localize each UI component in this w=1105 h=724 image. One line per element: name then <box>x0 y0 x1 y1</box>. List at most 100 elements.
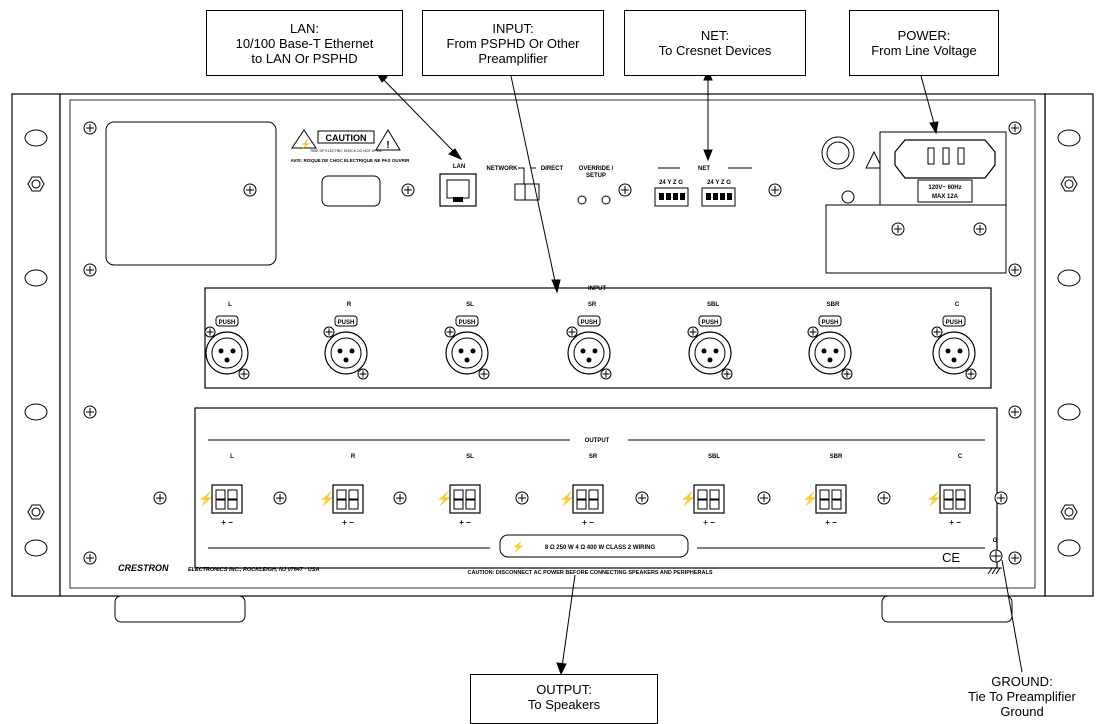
output-terminal-r[interactable]: R⚡+ − <box>319 454 364 527</box>
setup-button[interactable] <box>601 195 611 205</box>
amplifier-rear-panel: ⚡ CAUTION RISK OF ELECTRIC SHOCK DO NOT … <box>11 68 1094 676</box>
polarity-label: + − <box>825 518 837 527</box>
push-label: PUSH <box>822 320 839 326</box>
push-label: PUSH <box>219 320 236 326</box>
screw-icon <box>83 263 97 277</box>
net-callout: NET: To Cresnet Devices <box>624 10 806 76</box>
net-pins-2: 24 Y Z G <box>707 180 731 186</box>
override-label: OVERRIDE / <box>579 166 614 172</box>
screw-icon <box>877 491 891 505</box>
rack-hole <box>1057 539 1081 557</box>
screw-icon <box>357 368 369 380</box>
right-rack-ear <box>1044 93 1094 597</box>
power-rating-1: 120V~ 60Hz <box>928 185 961 191</box>
screw-icon <box>931 326 943 338</box>
lan-callout-title: LAN: <box>290 20 319 36</box>
screw-icon <box>393 491 407 505</box>
screw-icon <box>1008 551 1022 565</box>
ground-callout-line-2: Ground <box>1000 704 1044 719</box>
screw-icon <box>444 326 456 338</box>
rack-hole <box>24 129 48 147</box>
output-terminal-sr[interactable]: SR⚡+ − <box>559 454 604 527</box>
power-lower-plate <box>825 204 1007 274</box>
left-rack-ear <box>11 93 61 597</box>
push-label: PUSH <box>581 320 598 326</box>
exclamation-warning-icon <box>375 129 401 151</box>
blank-plate <box>105 121 277 266</box>
screw-icon <box>153 491 167 505</box>
rear-panel-diagram: ⚡ CAUTION RISK OF ELECTRIC SHOCK DO NOT … <box>11 10 1094 724</box>
screw-icon <box>841 368 853 380</box>
push-label: PUSH <box>338 320 355 326</box>
input-section-label: INPUT <box>588 286 606 292</box>
screw-icon <box>204 326 216 338</box>
left-foot <box>114 595 246 623</box>
rack-screw-icon <box>1060 176 1078 192</box>
push-label: PUSH <box>702 320 719 326</box>
screw-icon <box>1008 121 1022 135</box>
screw-icon <box>566 326 578 338</box>
rack-hole <box>1057 129 1081 147</box>
wattage-rating: 8 Ω 250 W 4 Ω 400 W CLASS 2 WIRING <box>545 545 656 551</box>
screw-icon <box>323 326 335 338</box>
screw-icon <box>807 326 819 338</box>
override-led <box>577 195 587 205</box>
input-xlr-jack-l[interactable]: L PUSH <box>204 302 250 380</box>
screw-icon <box>83 121 97 135</box>
input-channel-label: L <box>228 302 232 308</box>
output-caution: CAUTION: DISCONNECT AC POWER BEFORE CONN… <box>468 570 713 576</box>
output-channel-label: SBL <box>708 454 720 460</box>
ground-callout-line-1: Tie To Preamplifier <box>968 689 1076 704</box>
output-terminal-sl[interactable]: SL ⚡ + − <box>436 454 481 527</box>
svg-text:⚡: ⚡ <box>300 138 311 150</box>
output-channel-label: R <box>351 454 356 460</box>
screw-icon <box>1008 263 1022 277</box>
lan-callout-line-2: to LAN Or PSPHD <box>251 50 358 66</box>
screw-icon <box>687 326 699 338</box>
input-callout-line-2: Preamplifier <box>478 50 548 66</box>
screw-icon <box>635 491 649 505</box>
output-callout: OUTPUT: To Speakers <box>470 674 658 724</box>
wattage-box <box>499 534 689 558</box>
output-terminal-sbl[interactable]: SBL⚡+ − <box>680 454 725 527</box>
output-terminal-sbr[interactable]: SBR⚡+ − <box>802 454 847 527</box>
chassis-inner <box>69 99 1036 589</box>
screw-icon <box>600 368 612 380</box>
screw-icon <box>273 491 287 505</box>
rack-hole <box>24 539 48 557</box>
ground-callout: GROUND: Tie To Preamplifier Ground <box>952 674 1092 719</box>
ground-symbol-icon <box>987 567 1002 575</box>
lightning-icon: ⚡ <box>198 491 214 507</box>
input-channel-label: SBR <box>827 302 840 308</box>
manufacturer-address: ELECTRONICS INC., ROCKLEIGH, NJ 07647 · … <box>188 567 319 573</box>
input-channel-label: SBL <box>707 302 719 308</box>
svg-text:⚡: ⚡ <box>512 540 524 553</box>
caution-title: CAUTION <box>326 133 367 143</box>
output-channel-label: L <box>230 454 234 460</box>
push-label: PUSH <box>459 320 476 326</box>
screw-icon <box>973 222 987 236</box>
output-terminal-l[interactable]: L⚡+ − <box>198 454 243 527</box>
lightning-icon: ⚡ <box>436 491 452 507</box>
output-terminal-c[interactable]: C⚡+ − <box>926 454 971 527</box>
power-callout: POWER: From Line Voltage <box>849 10 999 76</box>
input-callout: INPUT: From PSPHD Or Other Preamplifier <box>422 10 604 76</box>
output-callout-title: OUTPUT: <box>536 682 592 697</box>
polarity-label: + − <box>459 518 471 527</box>
rack-hole <box>24 403 48 421</box>
lightning-icon: ⚡ <box>559 491 575 507</box>
screw-icon <box>757 491 771 505</box>
input-callout-title: INPUT: <box>492 20 534 36</box>
input-xlr-jack-sbl[interactable]: SBL PUSH <box>687 302 733 380</box>
output-channel-label: SL <box>466 454 474 460</box>
caution-french: AVIS: RISQUE DE CHOC ELECTRIQUE NE PAS O… <box>291 158 411 163</box>
net-connector-2[interactable] <box>701 187 736 207</box>
input-xlr-jack-sbr[interactable]: SBR PUSH <box>807 302 853 380</box>
net-connector-1[interactable] <box>654 187 689 207</box>
net-callout-line-1: To Cresnet Devices <box>658 43 772 58</box>
ce-mark: CE <box>942 550 960 565</box>
